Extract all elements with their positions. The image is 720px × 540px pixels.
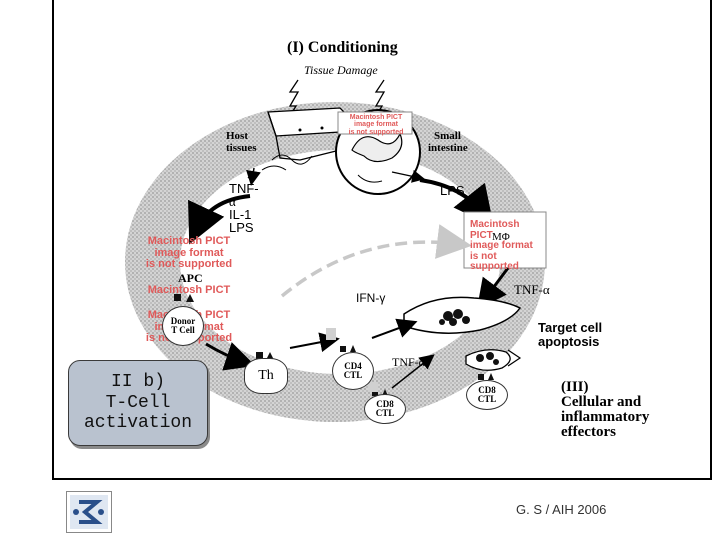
- target-cell-apoptotic: [465, 349, 522, 371]
- pict-placeholder-apc-top: Macintosh PICT image format is not suppo…: [124, 235, 254, 271]
- slide-frame-left: [52, 0, 54, 478]
- ifn-gamma-label: IFN-γ: [356, 291, 386, 305]
- arrow-intestine-to-lps: [391, 170, 426, 183]
- arrow-tnf-to-apc: [188, 194, 251, 245]
- small-intestine-line-2: intestine: [428, 141, 468, 154]
- target-cell-apoptosis-label: Target cell apoptosis: [538, 320, 603, 350]
- pict-line: is not supported: [470, 250, 519, 272]
- slide-frame-right: [710, 0, 712, 480]
- th-node: Th: [244, 358, 288, 394]
- small-intestine-line-1: Small: [434, 130, 461, 142]
- macrophage-label: MΦ: [492, 231, 510, 243]
- host-tissues-line-2: tissues: [226, 141, 257, 154]
- tnf-alpha-right-label: TNF-α: [514, 282, 550, 297]
- pict-line: image format: [470, 240, 533, 251]
- target-cell: [403, 296, 522, 334]
- apoptosis-line: apoptosis: [538, 334, 600, 350]
- tcell-activation-line-3: activation: [83, 413, 193, 434]
- arrow-cd4-to-target: [371, 318, 418, 339]
- alpha-label: α: [229, 194, 236, 209]
- tnf-alpha-mid-label: TNF-α: [392, 355, 425, 369]
- cd8-label: CD8: [376, 398, 394, 409]
- arrow-th-to-cd4: [289, 332, 340, 353]
- il1-label: IL-1: [229, 207, 252, 222]
- th-label: Th: [258, 367, 274, 383]
- arrow-host-to-cytokines: [246, 167, 261, 186]
- footer-credit: G. S / AIH 2006: [516, 502, 607, 517]
- tcell-activation-line-2: T-Cell: [105, 392, 171, 413]
- cd4-label: CD4: [344, 360, 362, 371]
- tnf-label: TNF-: [229, 181, 259, 196]
- ghost-marker: [326, 328, 336, 340]
- tcell-activation-box: II b) T-Cell activation: [68, 360, 208, 446]
- cd8-label: CD8: [478, 384, 496, 395]
- institution-logo: [66, 491, 112, 533]
- tcell-label: T Cell: [171, 325, 195, 335]
- pict-placeholder-small-frame: [337, 111, 413, 135]
- pict-line: image format: [154, 246, 224, 259]
- apc-label: APC: [178, 271, 203, 285]
- pict-line: Macintosh PICT: [470, 219, 520, 241]
- ctl-label: CTL: [477, 394, 497, 404]
- pict-line: is not supported: [145, 258, 233, 271]
- pict-line: image format: [354, 121, 398, 129]
- effectors-label: (III) Cellular and inflammatory effector…: [561, 380, 649, 440]
- lps-left-label: LPS: [229, 220, 254, 235]
- pict-line: Macintosh PICT: [147, 284, 231, 296]
- host-tissues-label: Host tissues: [226, 130, 257, 154]
- macrophage-image-frame: [463, 211, 547, 269]
- small-intestine-label: Small intestine: [428, 130, 468, 154]
- arrow-ifn-gamma: [280, 224, 472, 298]
- donor-label: Donor: [170, 315, 196, 326]
- ctl-label: CTL: [375, 408, 395, 418]
- arrow-lps-to-macrophage: [419, 178, 494, 227]
- effectors-line-3: inflammatory: [561, 409, 650, 425]
- slide-frame-bottom: [52, 478, 712, 480]
- effectors-line-1: (III): [561, 379, 589, 395]
- effectors-line-4: effectors: [561, 424, 616, 440]
- tcell-activation-line-1: II b): [110, 371, 165, 392]
- effectors-line-2: Cellular and: [561, 394, 642, 410]
- pict-line: Macintosh PICT: [349, 114, 403, 121]
- pict-line: is not supported: [348, 128, 404, 136]
- ghost-marker: [368, 382, 378, 392]
- small-asterisk-icon: [247, 171, 255, 179]
- arrow-donor-to-th: [205, 342, 256, 371]
- lps-label: LPS: [440, 183, 465, 198]
- arrow-cd8-to-target: [391, 354, 435, 389]
- target-cell-line: Target cell: [538, 320, 603, 335]
- tissue-damage-label: Tissue Damage: [304, 63, 378, 77]
- host-tissues-line-1: Host: [226, 130, 248, 142]
- pict-line: Macintosh PICT: [147, 235, 231, 247]
- cytokines-left-label: TNF- α IL-1 LPS: [229, 182, 259, 234]
- pict-placeholder-apc-bottom: Macintosh PICT: [124, 284, 254, 297]
- arrow-macrophage-tnf: [476, 267, 510, 310]
- pict-placeholder-intestine: Macintosh PICT image format is not suppo…: [341, 114, 411, 136]
- ctl-label: CTL: [343, 370, 363, 380]
- lightning-bolt-icon: [288, 79, 300, 117]
- pict-placeholder-macrophage: Macintosh PICT image format is not suppo…: [470, 219, 542, 273]
- lightning-bolt-icon: [374, 79, 386, 117]
- diagram-title: (I) Conditioning: [287, 39, 398, 56]
